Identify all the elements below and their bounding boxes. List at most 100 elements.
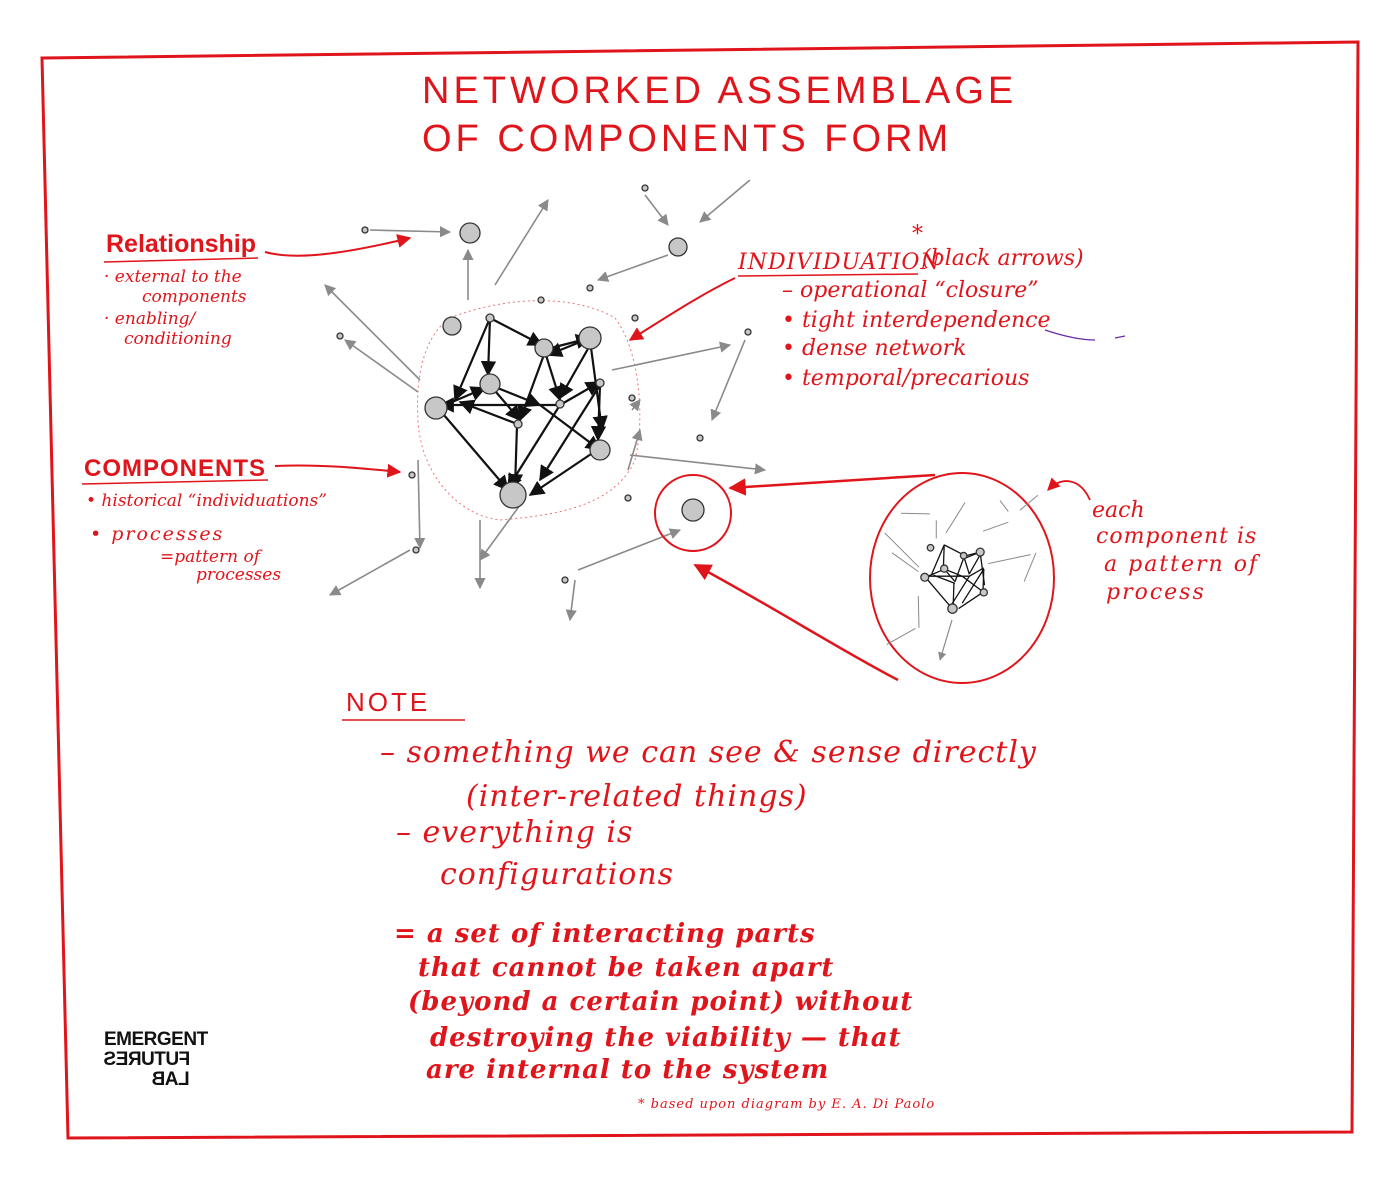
individuation-item-1: – operational “closure” (782, 278, 1039, 303)
logo-line-3: LAB (152, 1069, 190, 1090)
individuation-item-3: • dense network (782, 336, 967, 361)
network-node (442, 316, 462, 336)
definition-line-5: are internal to the system (426, 1055, 830, 1085)
individuation-note: (black arrows) (922, 246, 1084, 271)
mini-gray-arrow (938, 619, 953, 661)
credit-line: * based upon diagram by E. A. Di Paolo (638, 1097, 936, 1112)
components-underline (81, 479, 269, 485)
black-arrow (528, 447, 601, 496)
note-line-3: – everything is (396, 815, 634, 850)
gray-arrow (710, 339, 746, 422)
gray-arrow (494, 199, 549, 286)
network-node (412, 546, 420, 554)
mini-black-arrow (924, 576, 952, 608)
relationship-heading: Relationship (106, 230, 257, 258)
each-component-pointer-arrow (1047, 477, 1091, 501)
each-component-line-2: component is (1096, 524, 1258, 549)
zoomed-component-circle (869, 472, 1055, 684)
note-line-1: – something we can see & sense directly (380, 735, 1037, 770)
components-heading: COMPONENTS (84, 455, 267, 482)
component-highlight-circle (654, 474, 732, 552)
zoom-top-line (728, 473, 936, 496)
mini-gray-arrow (1019, 494, 1039, 511)
individuation-item-2: • tight interdependence (782, 308, 1051, 333)
mini-node (926, 543, 935, 552)
mini-gray-arrow (982, 521, 1009, 532)
gray-arrow (369, 226, 452, 238)
mini-node (947, 603, 958, 614)
note-heading: NOTE (346, 687, 431, 717)
individuation-item-4: • temporal/precarious (782, 366, 1030, 391)
network-node (424, 396, 448, 420)
mini-black-arrow (969, 567, 985, 577)
title-line-1: NETWORKED ASSEMBLAGE (422, 70, 1018, 112)
network-node (513, 419, 523, 429)
logo-line-2: FUTURES (104, 1049, 191, 1070)
mini-node (975, 547, 985, 557)
components-item-2: • processes (90, 523, 225, 545)
network-node (336, 332, 344, 340)
mini-gray-arrow (917, 595, 920, 628)
network-node (681, 498, 705, 522)
gray-arrow (699, 179, 751, 223)
black-arrow (559, 381, 602, 406)
each-component-line-1: each (1092, 498, 1145, 523)
mini-node (920, 572, 930, 582)
mini-black-arrow (963, 556, 971, 575)
relationship-pointer-arrow (264, 234, 412, 257)
node-group (336, 184, 752, 584)
mini-gray-arrow (884, 532, 920, 568)
closure-boundary (417, 300, 641, 521)
black-arrow (480, 317, 497, 377)
gray-arrow (629, 454, 767, 475)
gray-arrow (329, 549, 411, 596)
mini-network (884, 494, 1039, 661)
network-node (459, 222, 481, 244)
mini-black-arrow (961, 568, 985, 604)
mini-black-arrow (933, 574, 956, 585)
network-node (628, 394, 636, 402)
gray-arrow (596, 254, 669, 282)
definition-line-2: that cannot be taken apart (418, 953, 835, 983)
mini-black-arrow (954, 556, 965, 582)
mini-black-arrow (952, 583, 955, 607)
note-line-4: configurations (440, 857, 675, 892)
black-arrow (539, 404, 602, 451)
network-node (485, 313, 495, 323)
mini-black-arrow (942, 544, 945, 566)
black-arrow (559, 339, 594, 400)
title-line-2: OF COMPONENTS FORM (422, 118, 953, 160)
network-node (668, 237, 688, 257)
mini-node (939, 564, 949, 573)
black-arrow (453, 317, 492, 402)
relationship-item-1: · external to the (104, 267, 242, 287)
relationship-item-4: conditioning (124, 329, 232, 349)
individuation-heading: INDIVIDUATION (738, 250, 941, 275)
note-line-2: (inter-related things) (466, 779, 808, 814)
definition-line-3: (beyond a certain point) without (408, 987, 914, 1017)
components-item-4: processes (196, 565, 282, 585)
network-node (641, 184, 649, 192)
zoom-bottom-line (693, 563, 899, 682)
definition-line-4: destroying the viability — that (430, 1023, 902, 1053)
mini-node (979, 588, 989, 597)
black-arrow (517, 351, 547, 422)
individuation-underline (737, 273, 919, 277)
page-frame (40, 40, 1360, 1140)
gray-arrow-group (324, 179, 767, 622)
mini-gray-arrow (891, 552, 919, 572)
black-arrow (543, 351, 564, 402)
mini-gray-arrow (988, 554, 1031, 565)
gray-arrow (577, 528, 682, 571)
logo-line-1: EMERGENT (104, 1029, 208, 1050)
gray-arrow (414, 459, 426, 550)
individuation-pointer-arrow (628, 277, 736, 341)
gray-arrow (629, 399, 641, 412)
network-node (624, 494, 632, 502)
mini-gray-arrow (886, 627, 916, 646)
network-node (555, 399, 565, 409)
network-node (696, 434, 704, 442)
gray-arrow (479, 504, 521, 561)
